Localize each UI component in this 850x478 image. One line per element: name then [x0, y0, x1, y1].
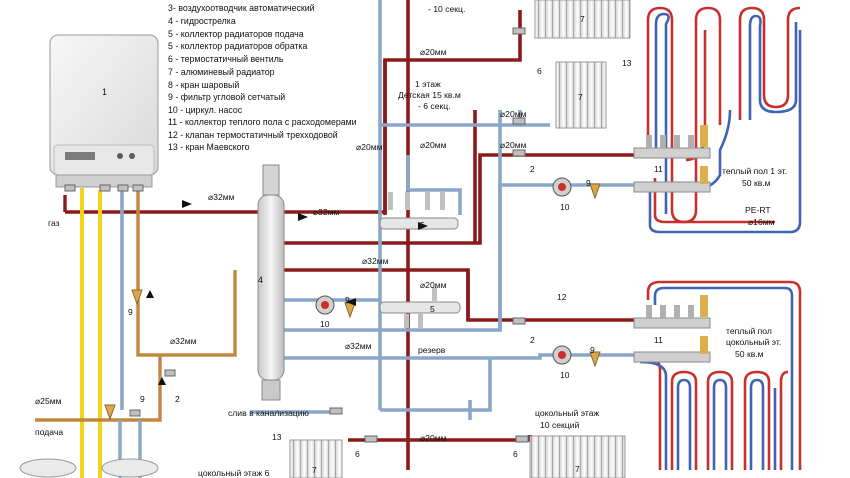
annotations: - 10 секц. 1 этаж Детская 15 кв.м - 6 се… [35, 4, 787, 478]
pump-floor1 [552, 177, 572, 197]
radiator-floor1: 7 [555, 61, 607, 129]
hydraulic-separator: 4 [257, 164, 285, 401]
callout-9-b: 9 [590, 345, 595, 355]
label-ufh0-2: цокольный эт. [726, 337, 781, 347]
radiator-manifold-mid: 5 [379, 287, 461, 328]
label-radiator-top: 7 [580, 14, 585, 24]
return-pipes [120, 0, 640, 420]
underfloor-loops-floor1 [646, 6, 802, 234]
label-basement-right-1: цокольный этаж [535, 408, 599, 418]
callout-10-a: 10 [560, 202, 570, 212]
callout-2-a: 2 [530, 164, 535, 174]
gas-boiler: 1 [49, 34, 159, 188]
pump-mid [315, 295, 335, 315]
callout-11-b: 11 [654, 335, 663, 345]
pipe-d20-b: ⌀20мм [500, 109, 527, 119]
label-ufh1-2: 50 кв.м [742, 178, 771, 188]
pump-basement [552, 345, 572, 365]
label-gas: газ [48, 218, 60, 228]
label-floor1-line2: Детская 15 кв.м [398, 90, 461, 100]
ufh-manifold-basement [633, 295, 711, 363]
label-radiator-basement-right: 7 [575, 464, 580, 474]
callout-12: 12 [557, 292, 567, 302]
legend-item-3: 3- воздухоотводчик автоматический [168, 3, 315, 13]
label-floor1-line1: 1 этаж [415, 79, 441, 89]
legend-item-9: 9 - фильтр угловой сетчатый [168, 92, 285, 102]
legend-item-8: 8 - кран шаровый [168, 80, 239, 90]
pipe-d32-d: ⌀32мм [170, 336, 197, 346]
callout-9-d: 9 [128, 307, 133, 317]
callout-10-b: 10 [560, 370, 570, 380]
pipe-d32-c: ⌀32мм [362, 256, 389, 266]
legend-item-5a: 5 - коллектор радиаторов подача [168, 29, 304, 39]
pipe-d32-e: ⌀32мм [345, 341, 372, 351]
filters [104, 183, 601, 421]
ufh-manifold-floor1 [633, 125, 711, 193]
legend-item-11: 11 - коллектор теплого пола с расходомер… [168, 117, 357, 127]
label-boiler: 1 [102, 87, 107, 97]
legend-item-4: 4 - гидрострелка [168, 16, 236, 26]
callout-11-a: 11 [654, 164, 663, 174]
flow-arrows [146, 200, 428, 385]
callout-2-c: 2 [175, 394, 180, 404]
pipe-d20-e: ⌀20мм [500, 140, 527, 150]
ball-valves [64, 27, 529, 443]
pipe-d25: ⌀25мм [35, 396, 62, 406]
label-radiator-floor1: 7 [578, 92, 583, 102]
pipe-d32-b: ⌀32мм [313, 207, 340, 217]
label-drain: слив в канализацию [228, 408, 310, 418]
legend-item-7: 7 - алюминевый радиатор [168, 67, 275, 77]
legend-item-12: 12 - клапан термостатичный трехходовой [168, 130, 338, 140]
callout-10-c: 10 [320, 319, 330, 329]
number-callouts: 6 13 2 9 10 11 12 2 11 9 10 10 9 9 2 9 1… [128, 58, 663, 459]
pipe-d20-d: ⌀20мм [420, 140, 447, 150]
pipe-d20-c: ⌀20мм [356, 142, 383, 152]
label-ufh0-3: 50 кв.м [735, 349, 764, 359]
sinks [19, 458, 159, 478]
legend-item-5b: 5 - коллектор радиаторов обратка [168, 41, 307, 51]
label-ufh1-1: теплый пол 1 эт. [722, 166, 787, 176]
callout-13-b: 13 [272, 432, 282, 442]
legend-item-13: 13 - кран Маевского [168, 142, 250, 152]
label-ufh0-1: теплый пол [726, 326, 772, 336]
callout-6-a: 6 [537, 66, 542, 76]
label-basement-left: цокольный этаж 6 [198, 468, 270, 478]
legend-item-10: 10 - циркул. насос [168, 105, 243, 115]
pipe-d32-a: ⌀32мм [208, 192, 235, 202]
label-hydraulic-separator: 4 [258, 275, 263, 285]
label-top-secs: - 10 секц. [428, 4, 465, 14]
label-radiator-basement-left: 7 [312, 465, 317, 475]
label-supply: подача [35, 427, 63, 437]
pipe-d20-a: ⌀20мм [420, 47, 447, 57]
callout-9-c: 9 [345, 295, 350, 305]
label-pe-rt: PE-RT [745, 205, 771, 215]
callout-13-a: 13 [622, 58, 632, 68]
pipe-d20-g: ⌀20мм [420, 433, 447, 443]
callout-9-a: 9 [586, 178, 591, 188]
legend-item-6: 6 - термостатичный вентиль [168, 54, 284, 64]
callout-9-e: 9 [140, 394, 145, 404]
callout-6-b: 6 [355, 449, 360, 459]
callout-2-b: 2 [530, 335, 535, 345]
label-reserve: резерв [418, 345, 446, 355]
callout-6-c: 6 [513, 449, 518, 459]
radiator-top: 7 [534, 0, 631, 39]
legend: 3- воздухоотводчик автоматический 4 - ги… [168, 3, 357, 152]
label-basement-right-2: 10 секций [540, 420, 580, 430]
label-pipe16: ⌀16мм [748, 217, 775, 227]
boiler-pipes [35, 188, 237, 478]
pipe-diameters: ⌀32мм ⌀32мм ⌀32мм ⌀32мм ⌀32мм ⌀20мм ⌀20м… [35, 47, 527, 443]
label-floor1-line3: - 6 секц. [418, 101, 451, 111]
radiator-basement-right: 7 [529, 435, 626, 478]
radiator-basement-left: 7 [289, 439, 343, 478]
pipe-d20-f: ⌀20мм [420, 280, 447, 290]
label-manifold-mid: 5 [430, 304, 435, 314]
